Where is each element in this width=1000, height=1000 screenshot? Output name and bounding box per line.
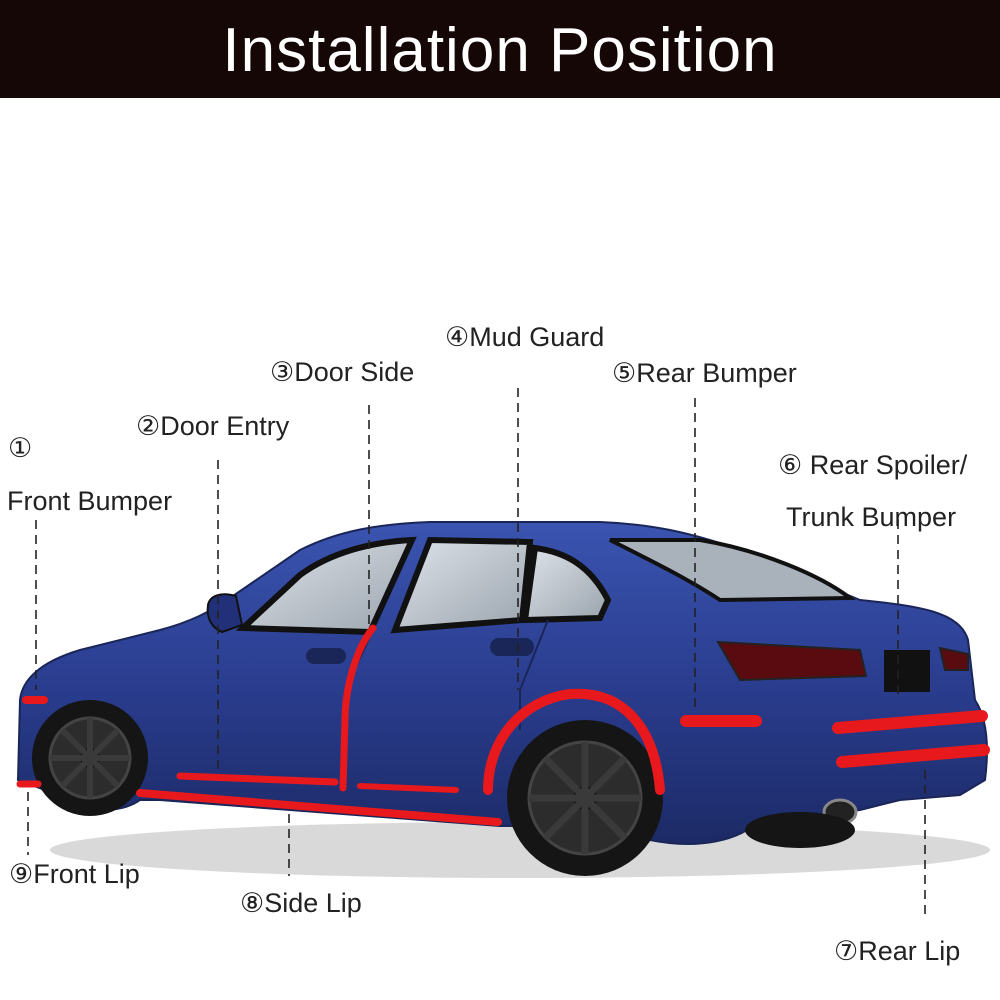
rear-door-handle [490, 638, 534, 656]
rear-tire-visible [745, 812, 855, 848]
label-door-entry: ②Door Entry [136, 411, 290, 441]
label-rear-spoiler-line2: Trunk Bumper [786, 502, 957, 532]
leader-lines [27, 388, 926, 920]
label-rear-spoiler-line1: ⑥ Rear Spoiler/ [778, 450, 968, 480]
strip-rear-lip [836, 744, 990, 768]
front-wheel [32, 700, 148, 816]
label-mud-guard: ④Mud Guard [445, 322, 605, 352]
strip-door-side [339, 624, 377, 792]
strip-second-rocker [357, 783, 459, 793]
diagram-stage [0, 98, 1000, 1000]
tail-light [716, 640, 868, 682]
license-plate [884, 650, 930, 692]
trim-strips [16, 624, 990, 826]
page-title: Installation Position [222, 16, 778, 85]
rear-door-window [390, 536, 534, 634]
rear-wheel [507, 720, 663, 876]
title-banner: Installation Position [0, 0, 1000, 98]
side-mirror [206, 593, 244, 634]
label-front-bumper: Front Bumper [7, 486, 173, 516]
label-side-lip: ⑧Side Lip [240, 888, 362, 918]
label-rear-bumper: ⑤Rear Bumper [612, 358, 797, 388]
strip-door-entry [176, 772, 339, 786]
strip-rear-spoiler [832, 710, 988, 734]
label-door-side: ③Door Side [270, 357, 415, 387]
label-rear-lip: ⑦Rear Lip [834, 936, 961, 966]
rear-quarter-window [521, 544, 612, 624]
car-diagram [16, 388, 990, 920]
label-front-bumper-number: ① [8, 433, 33, 463]
strip-side-lip [136, 789, 502, 826]
front-door-handle [306, 648, 346, 664]
tail-light-right [938, 646, 969, 671]
strip-mud-guard [483, 688, 665, 795]
label-front-lip: ⑨Front Lip [9, 859, 140, 889]
rear-windshield [609, 538, 856, 603]
